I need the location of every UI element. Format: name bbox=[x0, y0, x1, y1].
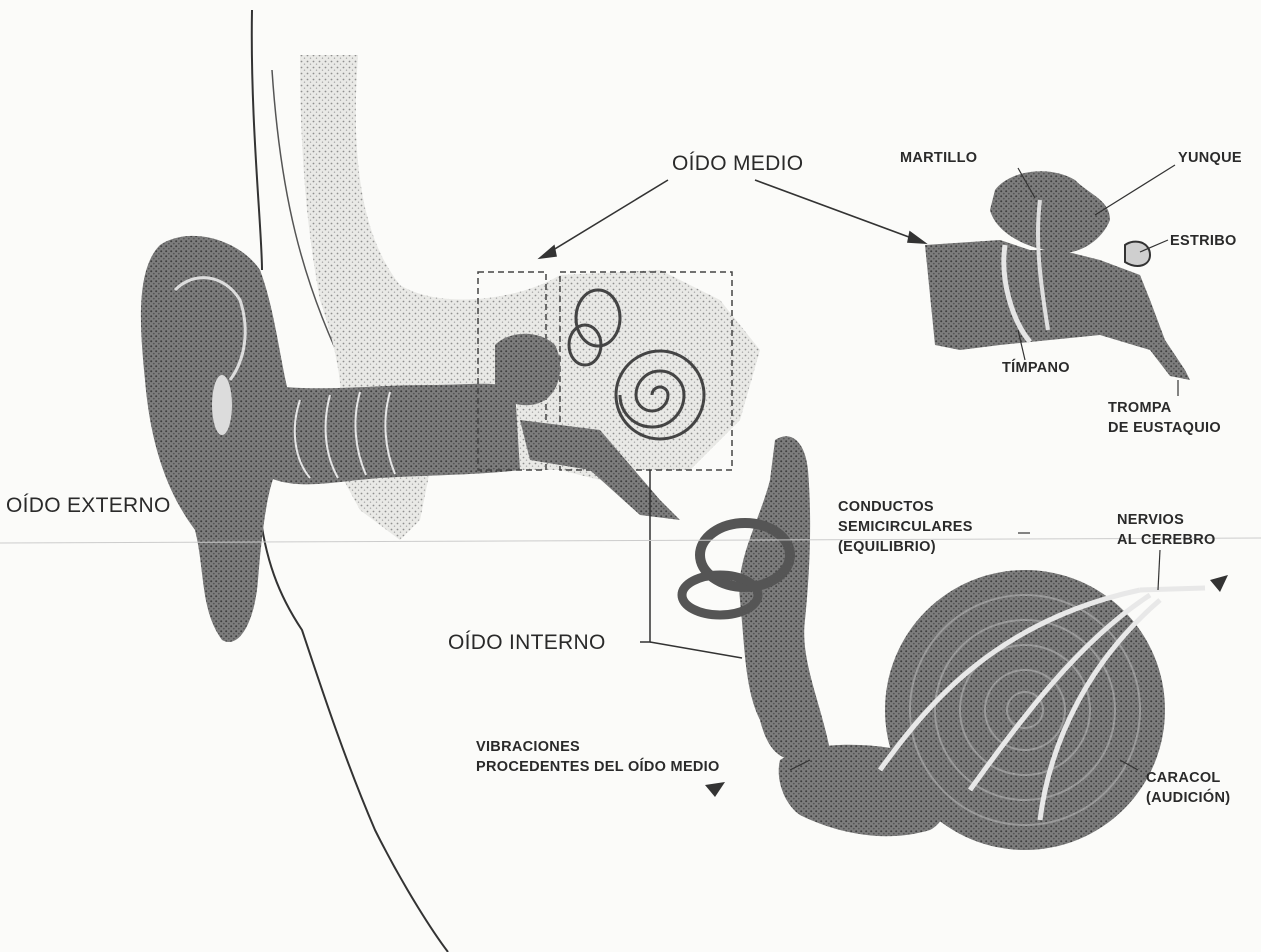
label-yunque: YUNQUE bbox=[1178, 148, 1242, 168]
label-vibraciones: VIBRACIONES PROCEDENTES DEL OÍDO MEDIO bbox=[476, 737, 720, 777]
label-trompa-de-eustaquio: TROMPA DE EUSTAQUIO bbox=[1108, 398, 1221, 438]
label-trompa-line1: TROMPA bbox=[1108, 398, 1221, 418]
label-estribo: ESTRIBO bbox=[1170, 231, 1237, 251]
middle-ear-detail bbox=[925, 171, 1190, 380]
label-conductos-line3: (EQUILIBRIO) bbox=[838, 537, 973, 557]
small-cochlea bbox=[616, 351, 704, 439]
label-nervios-line2: AL CEREBRO bbox=[1117, 530, 1216, 550]
label-nervios-al-cerebro: NERVIOS AL CEREBRO bbox=[1117, 510, 1216, 550]
label-timpano: TÍMPANO bbox=[1002, 358, 1070, 378]
label-trompa-line2: DE EUSTAQUIO bbox=[1108, 418, 1221, 438]
scan-line bbox=[0, 538, 1261, 543]
label-oido-interno: OÍDO INTERNO bbox=[448, 631, 606, 655]
label-conductos-semicirculares: CONDUCTOS SEMICIRCULARES (EQUILIBRIO) bbox=[838, 497, 973, 557]
label-vibraciones-line2: PROCEDENTES DEL OÍDO MEDIO bbox=[476, 757, 720, 777]
label-oido-medio: OÍDO MEDIO bbox=[672, 152, 803, 176]
label-caracol: CARACOL (AUDICIÓN) bbox=[1146, 768, 1230, 808]
label-martillo: MARTILLO bbox=[900, 148, 977, 168]
label-nervios-line1: NERVIOS bbox=[1117, 510, 1216, 530]
label-conductos-line1: CONDUCTOS bbox=[838, 497, 973, 517]
label-caracol-line2: (AUDICIÓN) bbox=[1146, 788, 1230, 808]
label-vibraciones-line1: VIBRACIONES bbox=[476, 737, 720, 757]
label-oido-externo: OÍDO EXTERNO bbox=[6, 494, 171, 518]
label-caracol-line1: CARACOL bbox=[1146, 768, 1230, 788]
label-conductos-line2: SEMICIRCULARES bbox=[838, 517, 973, 537]
oido-medio-pointer-lines bbox=[540, 180, 925, 258]
